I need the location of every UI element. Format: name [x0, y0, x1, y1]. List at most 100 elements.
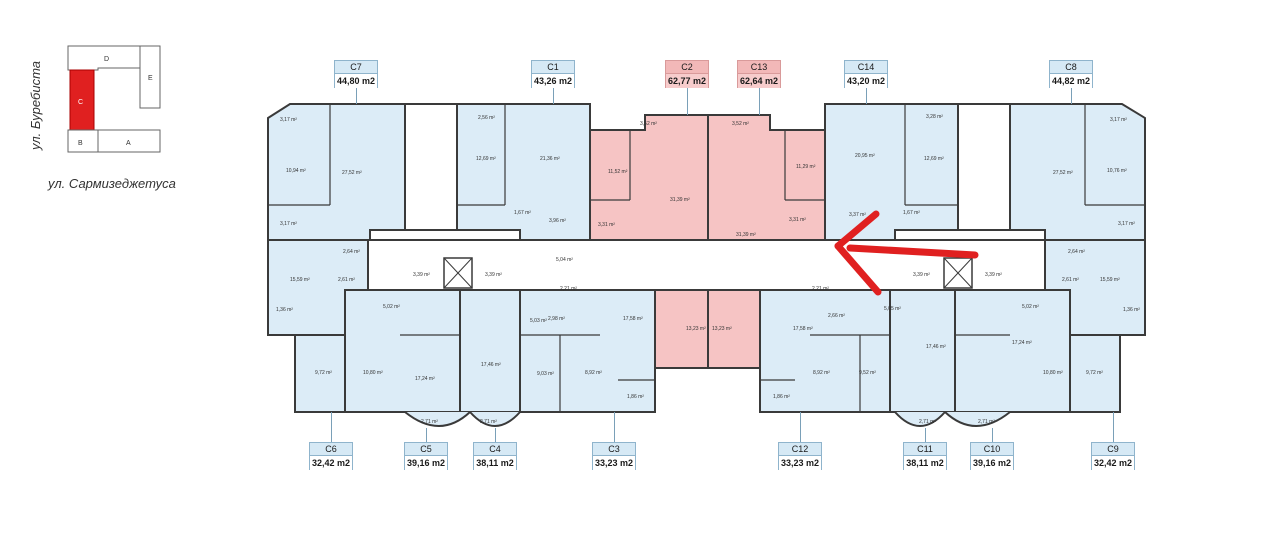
apt-code: C11: [904, 443, 946, 456]
room-area-label: 3,39 m²: [485, 272, 502, 278]
room-area-label: 21,36 m²: [540, 156, 560, 162]
building: [267, 103, 1146, 427]
room-area-label: 12,69 m²: [476, 156, 496, 162]
room-area-label: 8,92 m²: [813, 370, 830, 376]
room-area-label: 3,39 m²: [913, 272, 930, 278]
room-area-label: 3,39 m²: [413, 272, 430, 278]
leader-c10: [992, 428, 993, 442]
apt-label-c8[interactable]: C8 44,82 m2: [1049, 60, 1093, 88]
room-area-label: 11,52 m²: [608, 169, 628, 175]
room-area-label: 3,17 m²: [280, 117, 297, 123]
room-area-label: 2,71 m²: [421, 419, 438, 425]
room-area-label: 10,76 m²: [1107, 168, 1127, 174]
room-area-label: 2,21 m²: [560, 286, 577, 292]
room-area-label: 3,31 m²: [598, 222, 615, 228]
apt-area: 62,77 m2: [666, 74, 708, 88]
room-area-label: 9,52 m²: [859, 370, 876, 376]
apt-label-c2[interactable]: C2 62,77 m2: [665, 60, 709, 88]
room-area-label: 15,59 m²: [290, 277, 310, 283]
room-area-label: 9,72 m²: [1086, 370, 1103, 376]
room-area-label: 12,69 m²: [924, 156, 944, 162]
apt-area: 43,26 m2: [532, 74, 574, 88]
apt-code: C2: [666, 61, 708, 74]
elevator-right-cross-b: [943, 257, 973, 289]
apt-label-c4[interactable]: C4 38,11 m2: [473, 442, 517, 470]
room-area-label: 3,39 m²: [985, 272, 1002, 278]
apt-area: 38,11 m2: [904, 456, 946, 470]
room-area-label: 17,46 m²: [481, 362, 501, 368]
leader-c13: [759, 88, 760, 115]
apt-label-c5[interactable]: C5 39,16 m2: [404, 442, 448, 470]
apt-code: C7: [335, 61, 377, 74]
apt-fill-c4[interactable]: [459, 289, 521, 413]
leader-c5: [426, 428, 427, 442]
room-area-label: 3,17 m²: [280, 221, 297, 227]
apt-area: 39,16 m2: [405, 456, 447, 470]
room-area-label: 17,24 m²: [1012, 340, 1032, 346]
apt-area: 43,20 m2: [845, 74, 887, 88]
apt-label-c7[interactable]: C7 44,80 m2: [334, 60, 378, 88]
key-plan-label-a: A: [126, 140, 131, 147]
room-area-label: 3,96 m²: [549, 218, 566, 224]
apt-fill-c14[interactable]: [824, 103, 959, 241]
room-area-label: 2,66 m²: [828, 313, 845, 319]
leader-c12: [800, 412, 801, 442]
key-plan-block-a: [97, 129, 161, 153]
apt-label-c9[interactable]: C9 32,42 m2: [1091, 442, 1135, 470]
room-area-label: 10,94 m²: [286, 168, 306, 174]
red-arrow-head-top: [834, 210, 880, 250]
apt-label-c12[interactable]: C12 33,23 m2: [778, 442, 822, 470]
room-area-label: 1,36 m²: [276, 307, 293, 313]
apt-fill-c1[interactable]: [456, 103, 591, 241]
apt-fill-c3[interactable]: [519, 289, 656, 413]
apt-code: C5: [405, 443, 447, 456]
room-area-label: 15,59 m²: [1100, 277, 1120, 283]
room-area-label: 31,39 m²: [670, 197, 690, 203]
apt-code: C4: [474, 443, 516, 456]
key-plan-label-e: E: [148, 75, 153, 82]
room-area-label: 3,31 m²: [789, 217, 806, 223]
apt-area: 39,16 m2: [971, 456, 1013, 470]
room-area-label: 20,95 m²: [855, 153, 875, 159]
apt-label-c14[interactable]: C14 43,20 m2: [844, 60, 888, 88]
room-area-label: 2,61 m²: [1062, 277, 1079, 283]
room-area-label: 5,03 m²: [530, 318, 547, 324]
apt-label-c13[interactable]: C13 62,64 m2: [737, 60, 781, 88]
apt-area: 33,23 m2: [593, 456, 635, 470]
apt-label-c1[interactable]: C1 43,26 m2: [531, 60, 575, 88]
bay-left: [404, 411, 471, 427]
room-area-label: 5,05 m²: [884, 306, 901, 312]
room-area-label: 2,71 m²: [978, 419, 995, 425]
room-area-label: 8,92 m²: [585, 370, 602, 376]
apt-label-c3[interactable]: C3 33,23 m2: [592, 442, 636, 470]
room-area-label: 9,03 m²: [537, 371, 554, 377]
room-area-label: 3,17 m²: [1110, 117, 1127, 123]
apt-fill-c5[interactable]: [344, 289, 461, 413]
apt-code: C13: [738, 61, 780, 74]
room-area-label: 2,21 m²: [812, 286, 829, 292]
room-area-label: 1,67 m²: [514, 210, 531, 216]
apt-label-c10[interactable]: C10 39,16 m2: [970, 442, 1014, 470]
red-arrow: [834, 210, 979, 296]
red-arrow-head-bottom: [834, 242, 882, 296]
apt-fill-c10[interactable]: [954, 289, 1071, 413]
room-area-label: 5,02 m²: [1022, 304, 1039, 310]
apt-code: C3: [593, 443, 635, 456]
room-area-label: 31,39 m²: [736, 232, 756, 238]
leader-c1: [553, 88, 554, 104]
leader-c6: [331, 412, 332, 442]
key-plan-block-b: [67, 129, 99, 153]
street-label-horizontal: ул. Сармизеджетуса: [48, 176, 176, 191]
apt-label-c6[interactable]: C6 32,42 m2: [309, 442, 353, 470]
room-area-label: 11,29 m²: [796, 164, 816, 170]
room-area-label: 3,37 m²: [849, 212, 866, 218]
room-area-label: 17,58 m²: [623, 316, 643, 322]
apt-fill-c9[interactable]: [1069, 334, 1121, 413]
bay-right: [894, 411, 946, 427]
key-plan-label-c: C: [78, 99, 83, 106]
apt-label-c11[interactable]: C11 38,11 m2: [903, 442, 947, 470]
apt-code: C8: [1050, 61, 1092, 74]
partitions: [268, 104, 1145, 412]
room-area-label: 13,23 m²: [686, 326, 706, 332]
room-area-label: 1,67 m²: [903, 210, 920, 216]
